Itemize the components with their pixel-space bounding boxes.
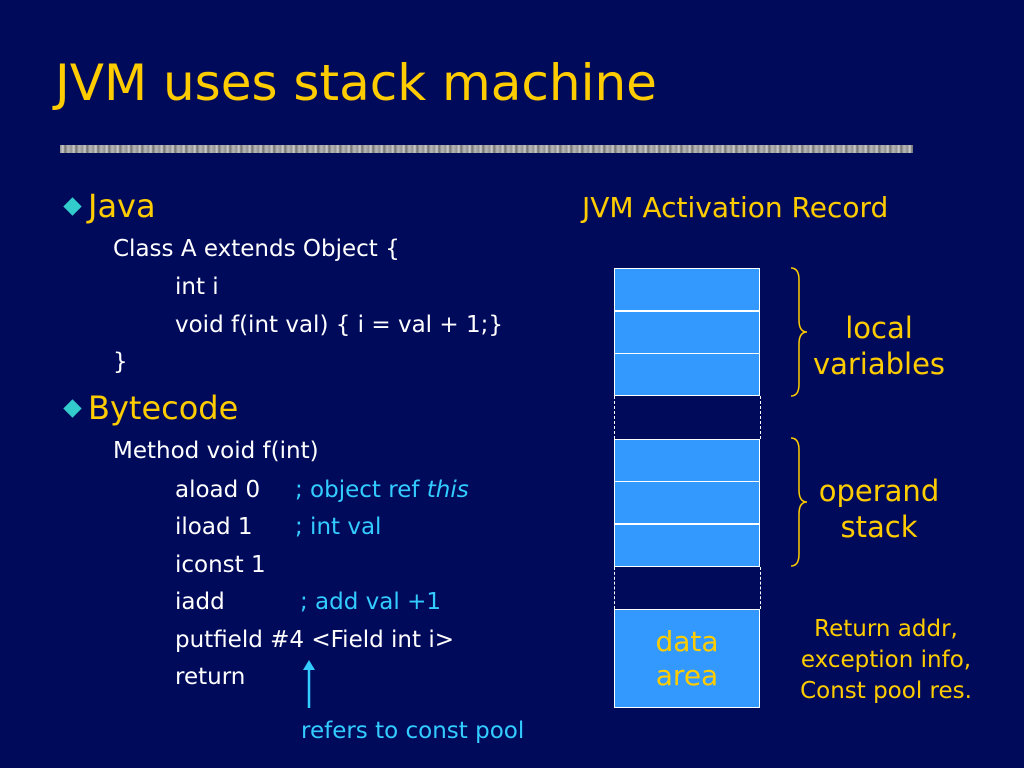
- instr-iconst: iconst 1: [175, 552, 266, 578]
- title-divider: [60, 145, 913, 153]
- instr-iload: iload 1: [175, 514, 253, 540]
- activation-record-title: JVM Activation Record: [582, 191, 889, 224]
- dashed-gap: [614, 567, 761, 609]
- operand-stack-slot: [614, 439, 760, 482]
- operand-stack-slot: [614, 481, 760, 524]
- java-heading: Java: [88, 187, 156, 225]
- local-variable-slot: [614, 268, 760, 311]
- up-arrow-icon: [303, 660, 315, 708]
- operand-stack-label: operand stack: [818, 474, 940, 545]
- dashed-gap: [614, 396, 761, 439]
- operand-stack-slot: [614, 524, 760, 567]
- diamond-bullet-icon: [63, 196, 82, 216]
- data-area-label-2: area: [655, 658, 719, 692]
- diamond-bullet-icon: [63, 398, 82, 418]
- instr-putfield: putfield #4 <Field int i>: [175, 627, 454, 653]
- local-variable-slot: [614, 311, 760, 354]
- local-variables-label: local variables: [812, 311, 946, 382]
- local-variable-slot: [614, 353, 760, 396]
- comment-aload: ; object ref this: [295, 477, 469, 503]
- data-area-label-1: data: [655, 624, 719, 658]
- bullet-bytecode: Bytecode: [62, 392, 238, 424]
- bytecode-heading: Bytecode: [88, 389, 239, 427]
- instr-return: return: [175, 664, 246, 690]
- bullet-java: Java: [62, 190, 156, 222]
- java-line-close: }: [113, 349, 128, 375]
- java-line-method: void f(int val) { i = val + 1;}: [175, 312, 503, 338]
- data-area-block: data area: [614, 609, 760, 708]
- instr-aload: aload 0: [175, 477, 261, 503]
- local-variables-brace-icon: [790, 267, 808, 397]
- java-line-class: Class A extends Object {: [113, 236, 400, 262]
- data-area-note: Return addr, exception info, Const pool …: [800, 616, 972, 705]
- bytecode-method: Method void f(int): [113, 438, 319, 464]
- operand-stack-brace-icon: [790, 437, 808, 567]
- java-line-field: int i: [175, 274, 219, 300]
- comment-iadd: ; add val +1: [300, 589, 441, 615]
- instr-iadd: iadd: [175, 589, 225, 615]
- const-pool-note: refers to const pool: [301, 718, 525, 744]
- slide-title: JVM uses stack machine: [55, 54, 657, 112]
- comment-iload: ; int val: [295, 514, 382, 540]
